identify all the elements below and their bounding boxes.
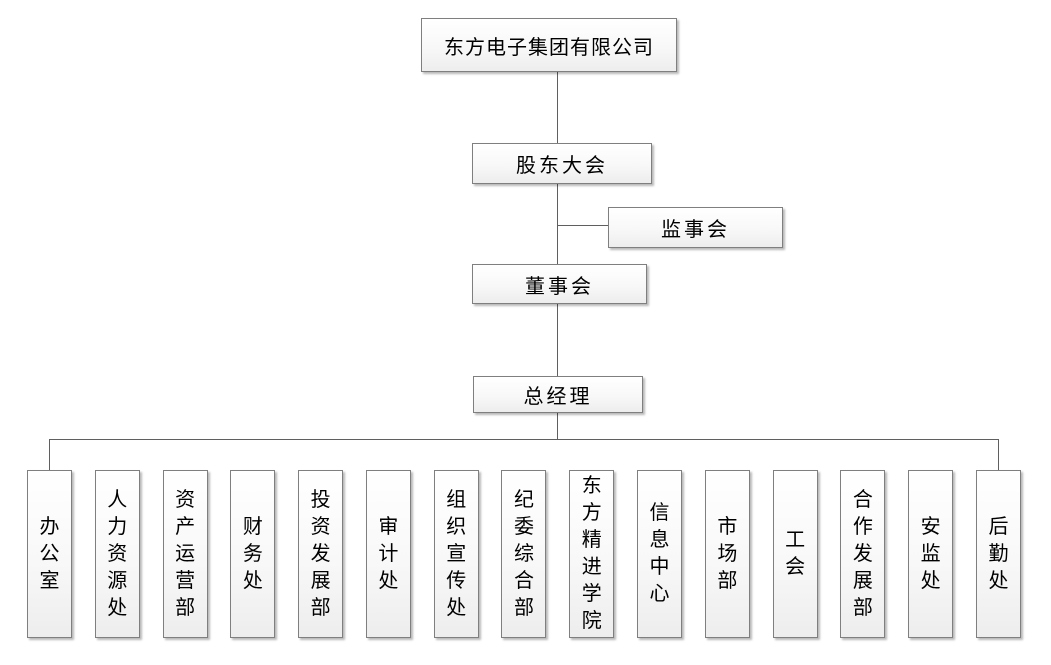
dept-information-center: 信息中心: [637, 470, 683, 638]
dept-label: 审计处: [378, 515, 399, 592]
dept-label: 组织宣传处: [446, 488, 467, 619]
connector-board-to-gm: [557, 304, 558, 376]
connector-branch-supervisory: [557, 225, 608, 226]
dept-finance: 财务处: [230, 470, 276, 638]
dept-label: 后勤处: [988, 515, 1009, 592]
dept-label: 安监处: [920, 515, 941, 592]
org-node-supervisory-board: 监事会: [608, 207, 783, 248]
dept-labor-union: 工会: [772, 470, 818, 638]
connector-bus-horizontal: [49, 439, 999, 440]
dept-audit: 审计处: [365, 470, 411, 638]
general-manager-label: 总经理: [523, 386, 593, 408]
dept-investment-development: 投资发展部: [298, 470, 344, 638]
dept-organization-publicity: 组织宣传处: [433, 470, 479, 638]
dept-discipline-inspection: 纪委综合部: [501, 470, 547, 638]
dept-label: 信息中心: [649, 502, 670, 605]
dept-label: 纪委综合部: [513, 488, 534, 619]
shareholders-meeting-label: 股东大会: [516, 155, 608, 177]
connector-shareholders-to-board: [557, 184, 558, 264]
org-node-board-of-directors: 董事会: [472, 264, 647, 304]
department-row: 办公室 人力资源处 资产运营部 财务处 投资发展部 审计处 组织宣传处 纪委综合…: [27, 470, 1021, 638]
dept-office: 办公室: [27, 470, 72, 638]
org-node-shareholders-meeting: 股东大会: [472, 143, 652, 184]
dept-label: 市场部: [717, 515, 738, 592]
dept-label: 资产运营部: [175, 488, 196, 619]
dept-label: 合作发展部: [852, 488, 873, 619]
connector-bus-right-stub: [998, 439, 999, 470]
org-node-general-manager: 总经理: [473, 376, 643, 413]
company-label: 东方电子集团有限公司: [444, 36, 654, 59]
dept-cooperation-development: 合作发展部: [840, 470, 886, 638]
dept-label: 东方精进学院: [581, 475, 602, 632]
connector-company-to-shareholders: [557, 72, 558, 143]
dept-label: 办公室: [39, 515, 60, 592]
connector-gm-to-bus: [557, 413, 558, 439]
supervisory-board-label: 监事会: [661, 219, 730, 241]
org-node-company: 东方电子集团有限公司: [421, 18, 677, 72]
dept-label: 人力资源处: [107, 488, 128, 619]
dept-human-resources: 人力资源处: [94, 470, 140, 638]
dept-safety-supervision: 安监处: [908, 470, 954, 638]
dept-label: 投资发展部: [310, 488, 331, 619]
connector-bus-left-stub: [49, 439, 50, 470]
dept-label: 工会: [785, 529, 806, 578]
board-of-directors-label: 董事会: [525, 275, 594, 298]
dept-marketing: 市场部: [704, 470, 750, 638]
dept-jingjin-academy: 东方精进学院: [569, 470, 615, 638]
dept-logistics: 后勤处: [975, 470, 1021, 638]
dept-label: 财务处: [242, 515, 263, 592]
dept-asset-operations: 资产运营部: [162, 470, 208, 638]
